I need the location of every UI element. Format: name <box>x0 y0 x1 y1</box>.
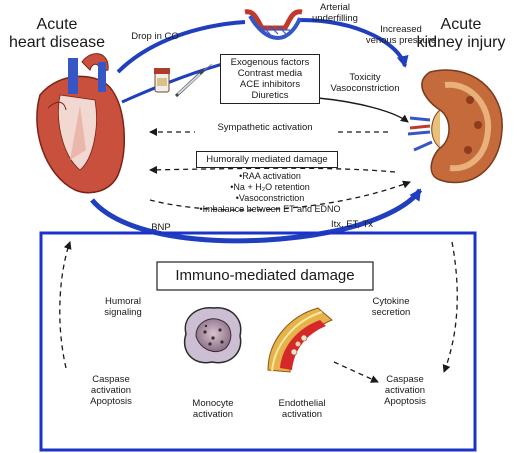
right-dashed-arrow <box>442 241 458 373</box>
arterial-underfilling-arrow <box>299 18 409 68</box>
cytokine-line2: secretion <box>371 307 411 318</box>
caspase-right-label: Caspase activation Apoptosis <box>370 374 440 407</box>
humoral-signaling-line1: Humoral <box>105 296 141 307</box>
endothelial-line2: activation <box>281 409 323 420</box>
kidney-icon <box>407 69 503 184</box>
venous-pressure-label: Increased venous pressure <box>360 24 442 46</box>
venous-line1: Increased <box>380 24 422 35</box>
humoral-arrow <box>149 165 396 174</box>
humoral-signaling-line2: signaling <box>104 307 142 318</box>
monocyte-line2: activation <box>192 409 234 420</box>
right-title: Acute kidney injury <box>405 16 517 52</box>
vessel-network-icon <box>244 9 303 41</box>
humoral-item-4: •Imbalance between ET and EDNO <box>199 204 341 214</box>
monocyte-label: Monocyte activation <box>176 398 250 420</box>
humoral-item-1: •RAA activation <box>239 171 301 181</box>
toxicity-line1: Toxicity <box>349 72 381 83</box>
blood-vessel-endothelium-icon <box>267 307 333 373</box>
factors-line2: Contrast media <box>237 68 303 79</box>
monocyte-line1: Monocyte <box>192 398 234 409</box>
heart-icon <box>36 53 125 194</box>
venous-line2: venous pressure <box>365 35 437 46</box>
caspase-right-line1: Caspase <box>386 374 424 385</box>
drop-in-co-label: Drop in CO <box>131 31 179 42</box>
monocyte-cell-icon <box>183 307 242 364</box>
toxicity-arrow <box>317 97 409 123</box>
bnp-dashed-arrow <box>149 180 411 211</box>
right-title-line2: kidney injury <box>416 34 506 51</box>
factors-line3: ACE inhibitors <box>239 79 301 90</box>
caspase-right-line2: activation <box>384 385 426 396</box>
caspase-left-line1: Caspase <box>92 374 130 385</box>
immuno-title: Immuno-mediated damage <box>175 267 355 284</box>
caspase-left-line3: Apoptosis <box>90 396 132 407</box>
left-title-line2: heart disease <box>8 34 106 51</box>
humoral-signaling-label: Humoral signaling <box>88 296 158 318</box>
humoral-item-3: •Vasoconstriction <box>235 193 305 203</box>
endothelium-to-caspase-arrow <box>333 361 379 383</box>
left-title: Acute heart disease <box>2 16 112 52</box>
arterial-underfilling-label: Arterial underfilling <box>300 2 370 24</box>
left-dashed-arrow-up <box>59 241 72 369</box>
caspase-left-line2: activation <box>90 385 132 396</box>
caspase-right-line3: Apoptosis <box>384 396 426 407</box>
cytokine-line1: Cytokine <box>372 296 410 307</box>
left-title-line1: Acute <box>36 16 78 33</box>
endothelial-label: Endothelial activation <box>262 398 342 420</box>
immuno-frame <box>39 231 477 452</box>
drop-in-co-arrow <box>116 20 246 74</box>
pill-bottle-syringe-icon <box>154 63 213 98</box>
itx-label: Itx, ET, Tx <box>330 219 374 230</box>
right-title-line1: Acute <box>440 16 482 33</box>
humoral-box: Humorally mediated damage <box>196 151 338 168</box>
factors-line1: Exogenous factors <box>230 57 310 68</box>
humoral-item-2: •Na + H₂O retention <box>230 182 310 192</box>
caspase-left-label: Caspase activation Apoptosis <box>76 374 146 407</box>
bnp-label: BNP <box>151 222 171 233</box>
humoral-list: •RAA activation •Na + H₂O retention •Vas… <box>190 171 350 215</box>
heart-to-kidney-arc <box>90 188 423 244</box>
arterial-line2: underfilling <box>312 13 358 24</box>
toxicity-line2: Vasoconstriction <box>330 83 400 94</box>
endothelial-line1: Endothelial <box>278 398 326 409</box>
immuno-title-box <box>156 261 374 291</box>
toxicity-label: Toxicity Vasoconstriction <box>320 72 410 94</box>
arterial-line1: Arterial <box>319 2 351 13</box>
cytokine-label: Cytokine secretion <box>356 296 426 318</box>
exogenous-factors-box: Exogenous factors Contrast media ACE inh… <box>220 54 320 104</box>
factors-line4: Diuretics <box>251 90 289 101</box>
sympathetic-label: Sympathetic activation <box>195 122 335 133</box>
